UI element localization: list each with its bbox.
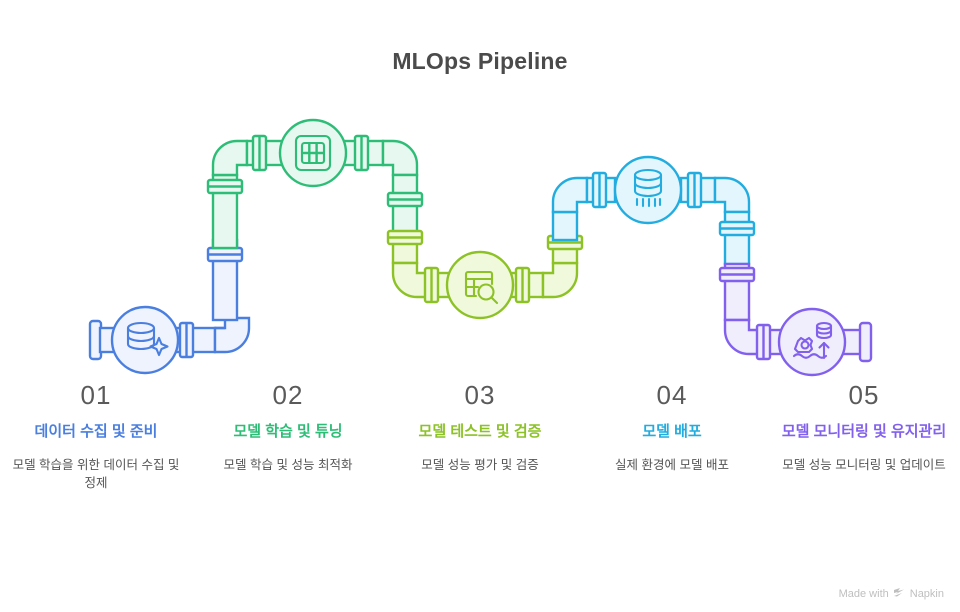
pipeline-svg: .pipe-blue { fill:#eef3fd; stroke:#4a7fe… xyxy=(88,118,873,377)
step-description: 모델 성능 모니터링 및 업데이트 xyxy=(782,458,946,472)
step-number: 03 xyxy=(464,380,496,410)
step-column-3: 03 모델 테스트 및 검증 모델 성능 평가 및 검증 xyxy=(384,378,576,548)
pipe-segment-5 xyxy=(718,262,873,377)
step-column-4: 04 모델 배포 실제 환경에 모델 배포 xyxy=(576,378,768,548)
page-title: MLOps Pipeline xyxy=(392,48,568,74)
napkin-watermark: Made with Napkin xyxy=(839,587,944,600)
step-label: 모델 테스트 및 검증 xyxy=(418,423,542,440)
grid-table-icon xyxy=(294,134,332,172)
step-description: 모델 학습을 위한 데이터 수집 및 정제 xyxy=(12,458,180,490)
pipe-segment-1 xyxy=(88,238,251,375)
steps-row: 01 데이터 수집 및 준비 모델 학습을 위한 데이터 수집 및 정제 02 … xyxy=(0,378,960,548)
step-label: 모델 학습 및 튜닝 xyxy=(233,423,343,440)
step-number: 05 xyxy=(848,380,880,410)
step-number: 02 xyxy=(272,380,304,410)
step-column-2: 02 모델 학습 및 튜닝 모델 학습 및 성능 최적화 xyxy=(192,378,384,548)
step-label: 데이터 수집 및 준비 xyxy=(34,423,158,440)
step-column-1: 01 데이터 수집 및 준비 모델 학습을 위한 데이터 수집 및 정제 xyxy=(0,378,192,548)
database-deploy-icon xyxy=(633,168,663,208)
step-number: 04 xyxy=(656,380,688,410)
pipe-segment-2 xyxy=(206,118,424,250)
pipeline-diagram: .pipe-blue { fill:#eef3fd; stroke:#4a7fe… xyxy=(0,100,960,380)
monitoring-gear-arrow-icon xyxy=(792,321,833,360)
pipe-segment-3 xyxy=(386,229,584,320)
step-label: 모델 모니터링 및 유지관리 xyxy=(781,423,947,440)
table-search-icon xyxy=(464,270,499,305)
step-description: 모델 성능 평가 및 검증 xyxy=(421,458,539,472)
step-description: 모델 학습 및 성능 최적화 xyxy=(223,458,353,472)
database-sparkle-icon xyxy=(126,321,169,357)
step-number: 01 xyxy=(80,380,112,410)
pipe-segment-4 xyxy=(551,155,756,266)
step-description: 실제 환경에 모델 배포 xyxy=(615,458,729,472)
step-column-5: 05 모델 모니터링 및 유지관리 모델 성능 모니터링 및 업데이트 xyxy=(768,378,960,548)
watermark-prefix: Made with xyxy=(838,587,889,600)
step-label: 모델 배포 xyxy=(642,423,702,440)
watermark-brand: Napkin xyxy=(909,587,944,600)
napkin-logo-icon xyxy=(893,587,906,600)
